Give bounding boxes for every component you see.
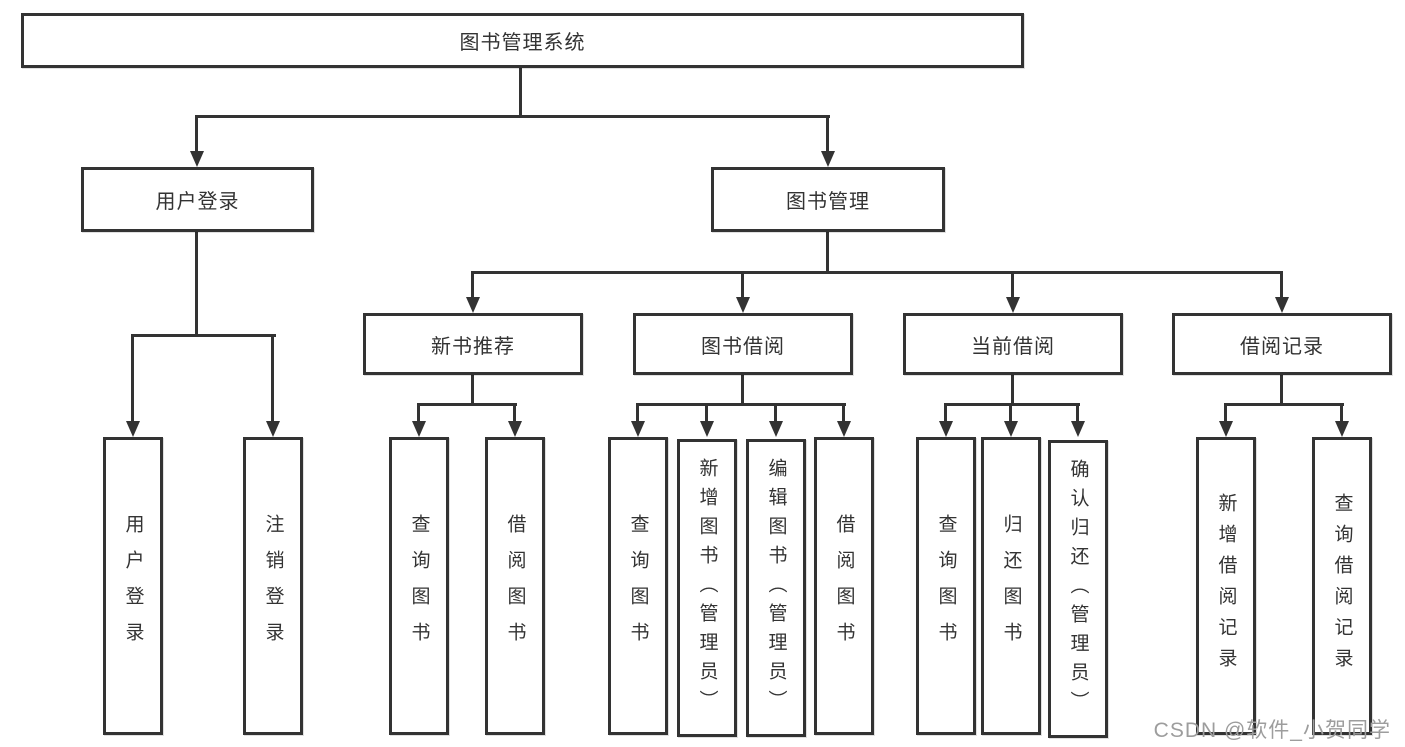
arrowhead-bb-borrow [837, 421, 851, 437]
connector-bookborrow-stub [741, 375, 744, 406]
node-leaf-bb-query-book-label: 查询图书 [627, 514, 649, 658]
connector-bookmgmt-hbar [471, 271, 1283, 274]
node-leaf-cb-confirm-return: 确认归还（管理员） [1048, 440, 1108, 738]
connector-to-new-book-rec [471, 271, 474, 299]
node-leaf-bb-borrow-book-label: 借阅图书 [833, 514, 855, 658]
arrowhead-bb-query [631, 421, 645, 437]
node-leaf-bb-add-book: 新增图书（管理员） [677, 439, 737, 737]
arrowhead-book-borrow [736, 297, 750, 313]
node-root: 图书管理系统 [21, 13, 1024, 68]
node-user-login-label: 用户登录 [155, 191, 240, 213]
arrowhead-cb-confirm [1071, 421, 1085, 437]
arrowhead-leaf-user-login [126, 421, 140, 437]
connector-borrowrecords-hbar [1224, 403, 1344, 406]
node-current-borrow-label: 当前借阅 [971, 335, 1055, 358]
connector-to-cb-return [1009, 403, 1012, 423]
arrowhead-user-login [190, 151, 204, 167]
node-leaf-cb-return-book-label: 归还图书 [1000, 514, 1022, 658]
node-book-mgmt-label: 图书管理 [786, 191, 870, 213]
connector-bookmgmt-stub [826, 232, 829, 274]
connector-to-user-login [195, 115, 198, 153]
node-leaf-rec-borrow-book-label: 借阅图书 [504, 514, 526, 658]
arrowhead-bb-edit [769, 421, 783, 437]
connector-userlogin-stub [195, 232, 198, 337]
arrowhead-br-add [1219, 421, 1233, 437]
connector-to-book-borrow [741, 271, 744, 299]
node-borrow-records: 借阅记录 [1172, 313, 1392, 375]
arrowhead-cb-query [939, 421, 953, 437]
connector-to-bb-query [636, 403, 639, 423]
node-leaf-cb-return-book: 归还图书 [981, 437, 1041, 735]
node-leaf-br-query-record-label: 查询借阅记录 [1331, 493, 1353, 679]
node-leaf-user-login-label: 用户登录 [122, 514, 144, 658]
connector-currentborrow-stub [1011, 375, 1014, 406]
connector-userlogin-hbar [131, 334, 276, 337]
node-user-login: 用户登录 [81, 167, 314, 232]
connector-to-bb-add [705, 403, 708, 423]
connector-borrowrecords-stub [1280, 375, 1283, 406]
node-leaf-cb-query-book: 查询图书 [916, 437, 976, 735]
connector-newbookrec-stub [471, 375, 474, 406]
connector-to-book-mgmt [826, 115, 829, 153]
connector-to-bb-borrow [842, 403, 845, 423]
node-borrow-records-label: 借阅记录 [1240, 335, 1324, 358]
arrowhead-br-query [1335, 421, 1349, 437]
connector-root-hbar [195, 115, 830, 118]
arrowhead-new-book-rec [466, 297, 480, 313]
node-leaf-rec-query-book: 查询图书 [389, 437, 449, 735]
connector-to-br-query [1340, 403, 1343, 423]
node-leaf-br-query-record: 查询借阅记录 [1312, 437, 1372, 735]
connector-to-cb-query [944, 403, 947, 423]
node-leaf-rec-query-book-label: 查询图书 [408, 514, 430, 658]
node-leaf-logout: 注销登录 [243, 437, 303, 735]
arrowhead-borrow-records [1275, 297, 1289, 313]
connector-to-leaf-logout [271, 334, 274, 422]
node-leaf-bb-edit-book: 编辑图书（管理员） [746, 439, 806, 737]
connector-to-bb-edit [774, 403, 777, 423]
connector-root-stub [519, 68, 522, 118]
connector-to-rec-query [417, 403, 420, 423]
node-current-borrow: 当前借阅 [903, 313, 1123, 375]
node-leaf-cb-query-book-label: 查询图书 [935, 514, 957, 658]
node-book-mgmt: 图书管理 [711, 167, 945, 232]
arrowhead-cb-return [1004, 421, 1018, 437]
connector-to-rec-borrow [513, 403, 516, 423]
arrowhead-bb-add [700, 421, 714, 437]
node-root-label: 图书管理系统 [459, 32, 586, 54]
node-new-book-rec-label: 新书推荐 [431, 335, 515, 358]
arrowhead-rec-borrow [508, 421, 522, 437]
connector-bookborrow-hbar [636, 403, 846, 406]
node-book-borrow: 图书借阅 [633, 313, 853, 375]
node-leaf-logout-label: 注销登录 [262, 514, 284, 658]
node-leaf-bb-borrow-book: 借阅图书 [814, 437, 874, 735]
node-leaf-bb-edit-book-label: 编辑图书（管理员） [765, 457, 787, 719]
node-leaf-bb-add-book-label: 新增图书（管理员） [696, 457, 718, 719]
arrowhead-book-mgmt [821, 151, 835, 167]
connector-currentborrow-hbar [944, 403, 1080, 406]
node-leaf-br-add-record: 新增借阅记录 [1196, 437, 1256, 735]
connector-to-current-borrow [1011, 271, 1014, 299]
connector-newbookrec-hbar [417, 403, 517, 406]
connector-to-br-add [1224, 403, 1227, 423]
node-leaf-br-add-record-label: 新增借阅记录 [1215, 493, 1237, 679]
node-leaf-bb-query-book: 查询图书 [608, 437, 668, 735]
connector-to-leaf-user-login [131, 334, 134, 422]
connector-to-cb-confirm [1076, 403, 1079, 423]
node-leaf-user-login: 用户登录 [103, 437, 163, 735]
node-leaf-cb-confirm-return-label: 确认归还（管理员） [1067, 458, 1089, 720]
arrowhead-leaf-logout [266, 421, 280, 437]
connector-to-borrow-records [1280, 271, 1283, 299]
arrowhead-current-borrow [1006, 297, 1020, 313]
arrowhead-rec-query [412, 421, 426, 437]
watermark: CSDN @软件_小贺同学 [1153, 719, 1391, 742]
node-leaf-rec-borrow-book: 借阅图书 [485, 437, 545, 735]
node-book-borrow-label: 图书借阅 [701, 335, 785, 358]
node-new-book-rec: 新书推荐 [363, 313, 583, 375]
